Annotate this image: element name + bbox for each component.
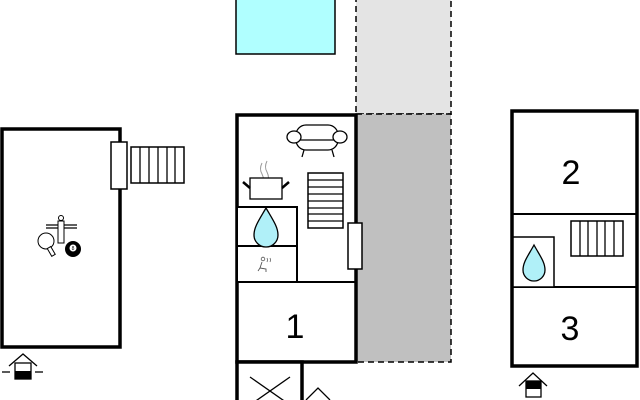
right-building: 2 3 <box>510 109 639 368</box>
room-1-label: 1 <box>286 308 305 346</box>
stairs-icon <box>130 146 185 184</box>
covered-terrace <box>355 113 452 363</box>
door-icon <box>110 141 128 190</box>
table-football-icon <box>46 215 77 244</box>
pool <box>235 0 336 55</box>
cooking-pot-icon <box>242 160 290 200</box>
billiard-ball-icon: 8 <box>65 241 81 257</box>
water-drop-icon <box>522 243 546 282</box>
sofa-icon <box>286 124 348 158</box>
entrance-icon <box>2 353 43 380</box>
room-2-label: 2 <box>562 154 581 192</box>
left-building: 8 <box>0 127 185 349</box>
table-tennis-icon <box>37 232 56 258</box>
room-3-label: 3 <box>561 310 580 348</box>
entrance-icon <box>305 387 331 400</box>
stairs-icon <box>307 172 344 229</box>
door-icon <box>347 222 363 270</box>
entrance-icon <box>518 372 548 398</box>
open-terrace <box>355 0 452 115</box>
middle-building: 1 <box>235 113 363 400</box>
stairs-icon <box>570 220 624 257</box>
sauna-icon <box>257 256 271 272</box>
water-drop-icon <box>253 206 279 248</box>
billiard-ball-label: 8 <box>72 246 75 252</box>
